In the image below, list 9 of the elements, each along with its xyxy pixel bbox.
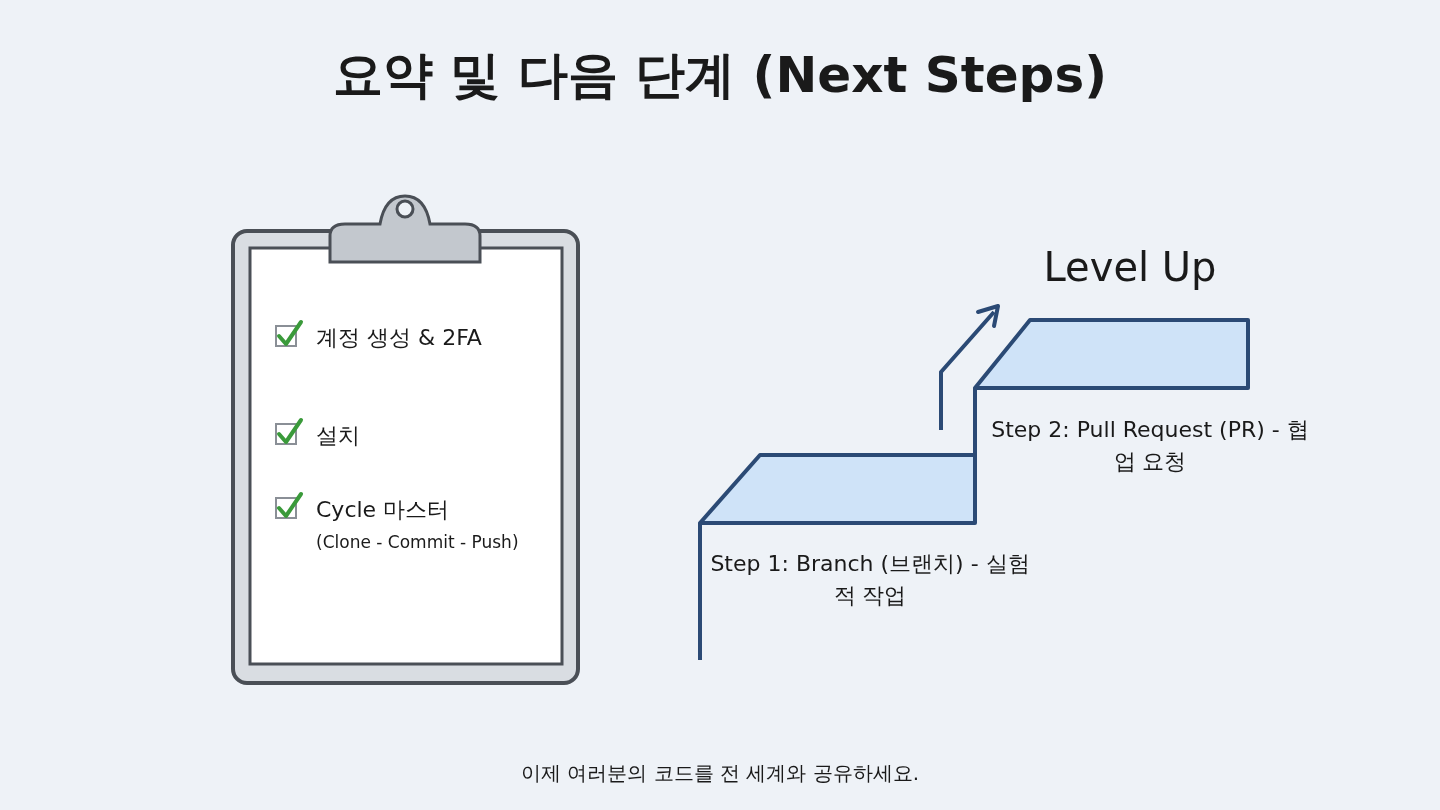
step-label: Step 1: Branch (브랜치) - 실험적 작업 xyxy=(709,550,1031,610)
checklist-item: Cycle 마스터 xyxy=(316,496,451,524)
title: 요약 및 다음 단계 (Next Steps) xyxy=(332,45,1108,106)
checklist-item: 계정 생성 & 2FA xyxy=(316,324,483,352)
checklist-note: (Clone - Commit - Push) xyxy=(316,531,520,554)
heading-label: Level Up xyxy=(1042,243,1218,292)
checklist-item: 설치 xyxy=(316,422,361,450)
step-label: Step 2: Pull Request (PR) - 협업 요청 xyxy=(990,416,1310,476)
caption: 이제 여러분의 코드를 전 세계와 공유하세요. xyxy=(519,760,921,787)
